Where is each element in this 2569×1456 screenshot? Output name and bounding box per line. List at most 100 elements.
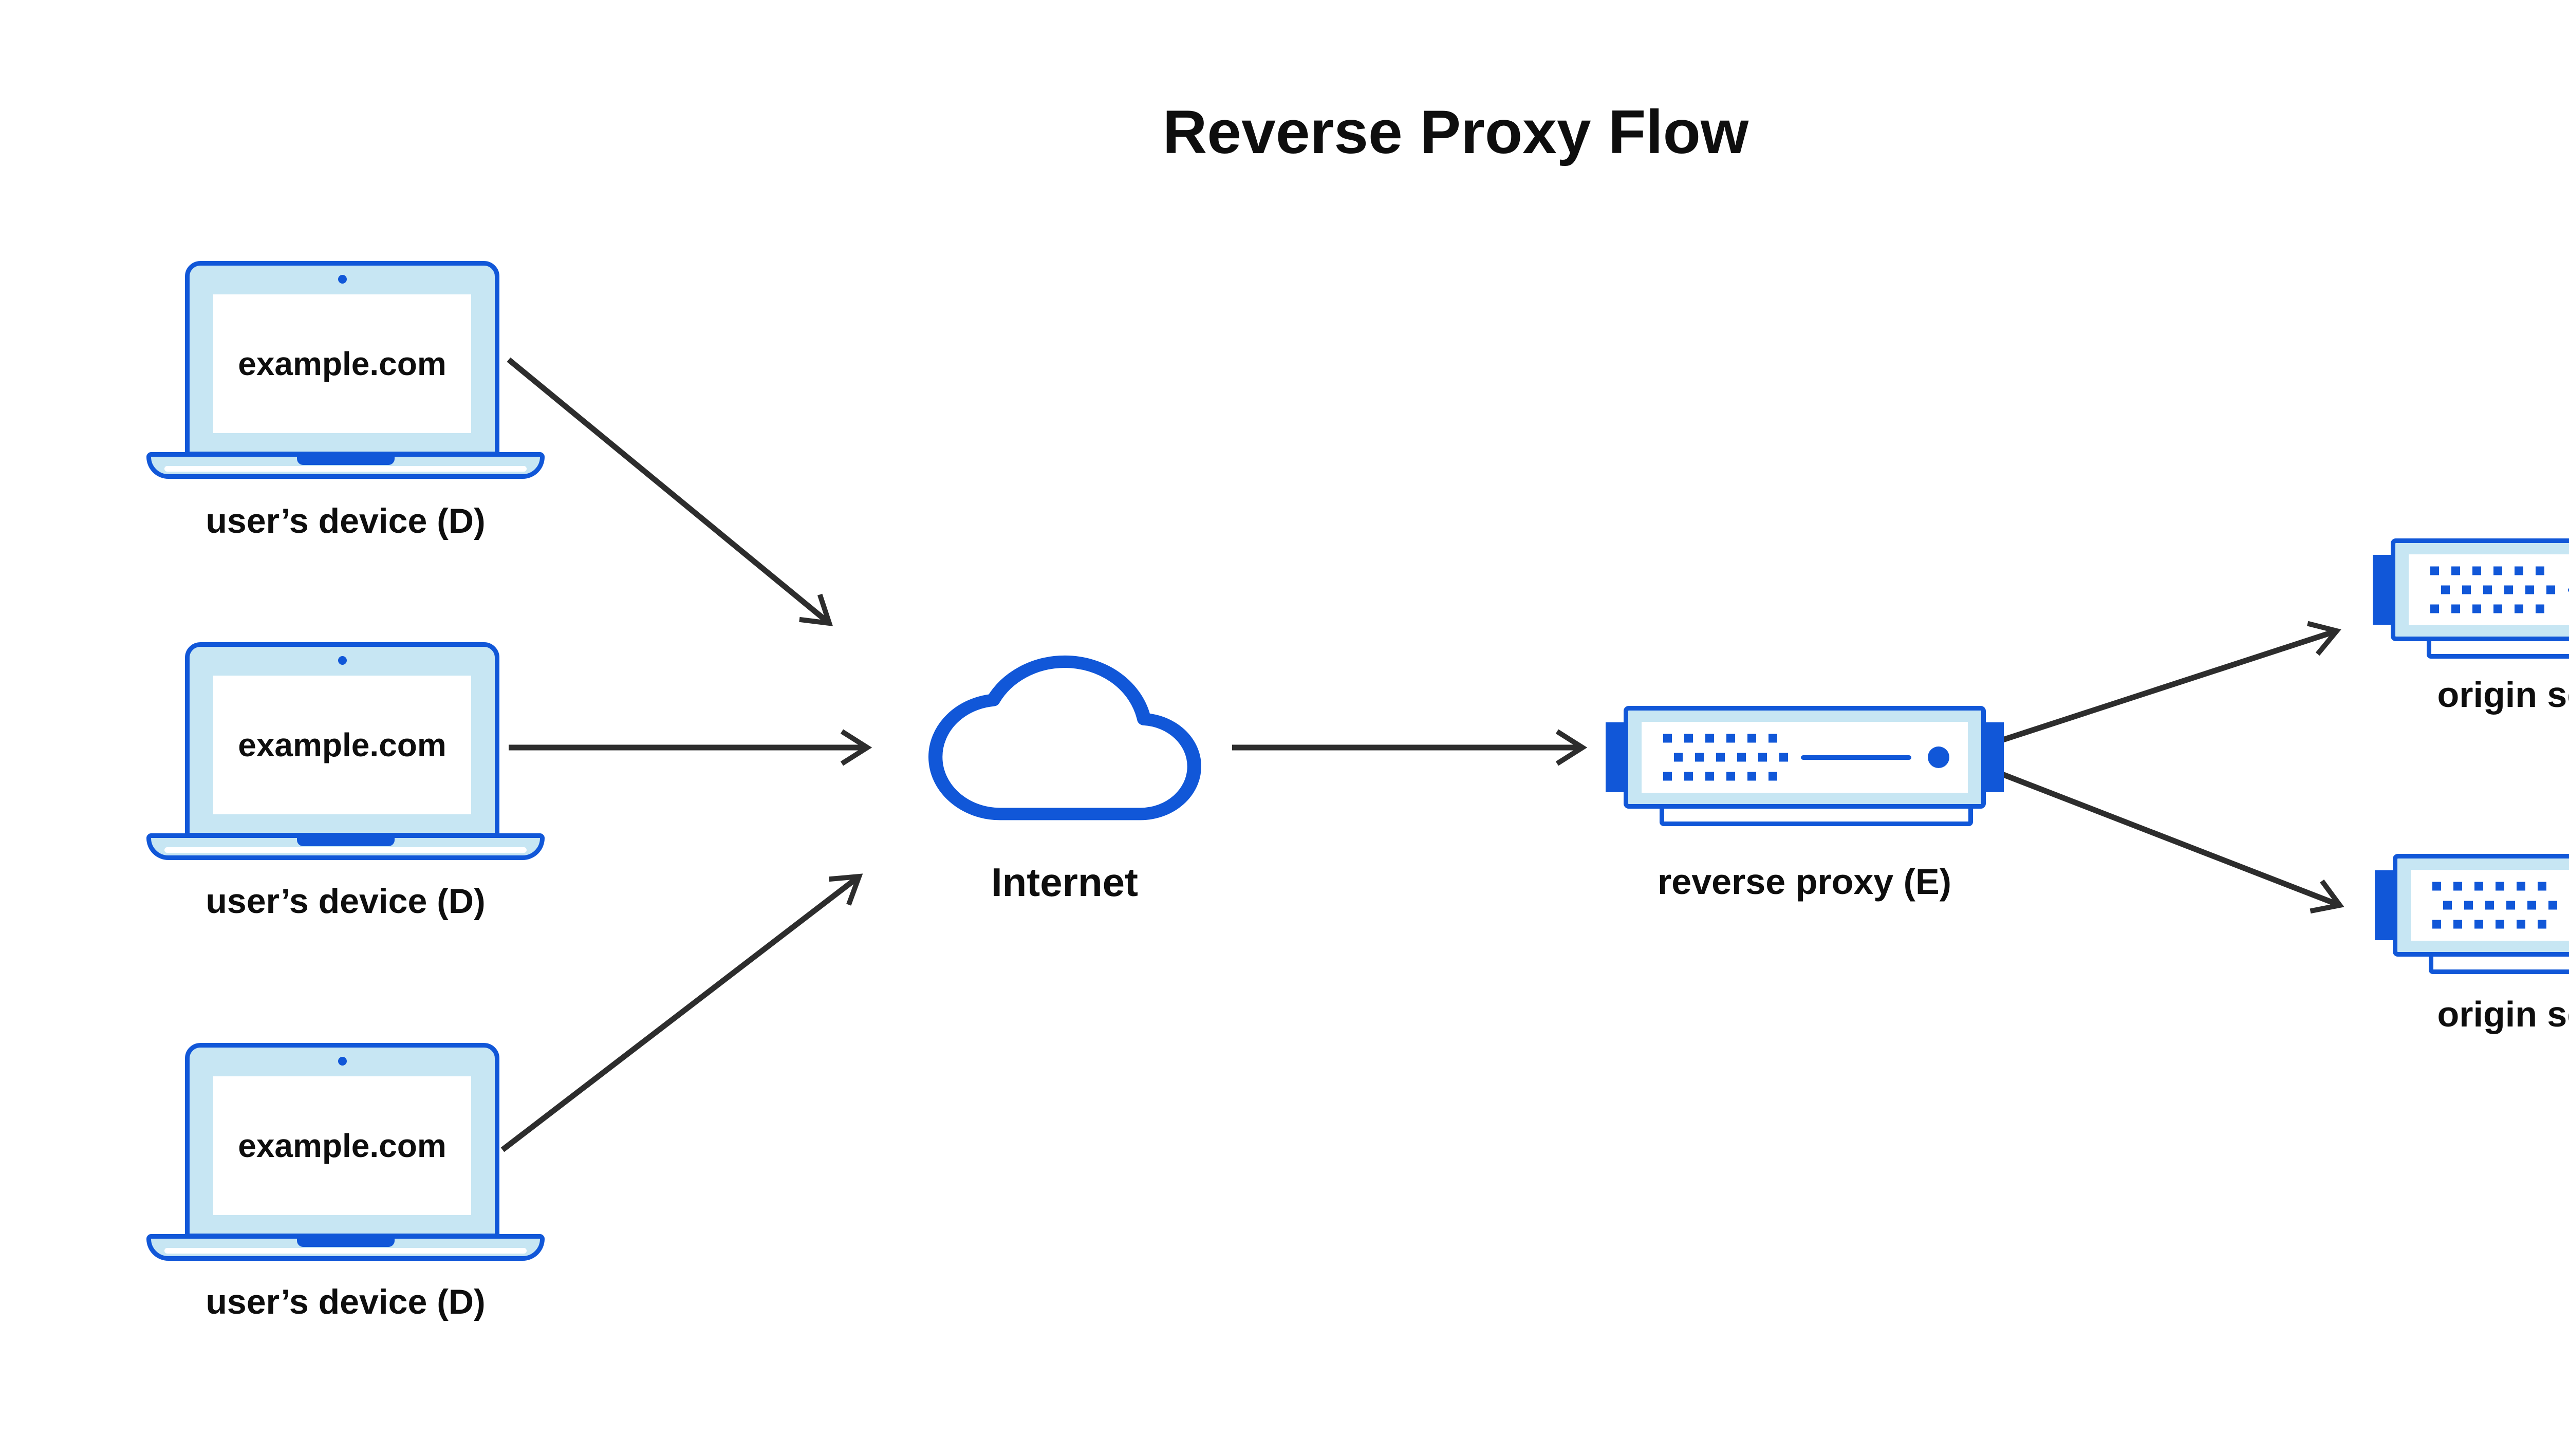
vent-dot xyxy=(1737,753,1746,762)
vent-dot xyxy=(2525,585,2534,594)
vent-dot xyxy=(1663,734,1672,743)
laptop-base-stripe xyxy=(164,466,527,472)
vent-dot xyxy=(1705,772,1714,781)
vent-dot xyxy=(1674,753,1683,762)
arrow-device1-to-internet xyxy=(507,357,833,626)
vent-dot xyxy=(2430,604,2439,613)
vent-dot xyxy=(2504,585,2513,594)
arrow-proxy-to-origin1 xyxy=(1999,621,2341,744)
vent-dot xyxy=(2517,920,2525,929)
laptop-icon: example.com xyxy=(146,638,545,926)
arrow-device3-to-internet xyxy=(500,873,863,1152)
laptop-hinge xyxy=(296,1238,395,1247)
vent-dot xyxy=(2538,920,2546,929)
arrow-proxy-to-origin2 xyxy=(1999,770,2344,914)
vent-dot xyxy=(2548,901,2557,910)
server-slot-line xyxy=(1801,755,1911,760)
device1-label: user’s device (D) xyxy=(206,501,486,540)
reverse-proxy-label: reverse proxy (E) xyxy=(1658,862,1951,902)
server-front-panel xyxy=(2411,870,2569,941)
vent-dot xyxy=(1663,772,1672,781)
cloud-icon xyxy=(928,655,1201,820)
server-front-panel xyxy=(2409,554,2569,625)
vent-dot xyxy=(1768,734,1777,743)
laptop-icon: example.com xyxy=(146,257,545,545)
device2-label: user’s device (D) xyxy=(206,882,486,921)
server-vents-pattern xyxy=(2430,566,2556,613)
server-box xyxy=(2391,538,2569,641)
vent-dot xyxy=(2443,901,2452,910)
laptop-base xyxy=(146,1234,545,1261)
vent-dot xyxy=(2472,566,2481,575)
vent-dot xyxy=(2515,604,2523,613)
server-box xyxy=(1624,706,1986,809)
server-icon xyxy=(2373,538,2569,672)
vent-dot xyxy=(1726,772,1735,781)
server-icon xyxy=(1606,706,2004,839)
laptop-base-stripe xyxy=(164,847,527,853)
vent-dot xyxy=(1705,734,1714,743)
vent-dot xyxy=(2451,604,2460,613)
laptop-screen-text: example.com xyxy=(213,676,471,814)
laptop-screen: example.com xyxy=(185,1043,499,1238)
vent-dot xyxy=(1716,753,1725,762)
internet-label: Internet xyxy=(991,860,1139,905)
vent-dot xyxy=(1758,753,1767,762)
vent-dot xyxy=(2496,882,2504,891)
vent-dot xyxy=(2506,901,2515,910)
vent-dot xyxy=(2462,585,2471,594)
vent-dot xyxy=(1684,734,1693,743)
vent-dot xyxy=(2472,604,2481,613)
vent-dot xyxy=(2515,566,2523,575)
device3-label: user’s device (D) xyxy=(206,1282,486,1321)
vent-dot xyxy=(2474,920,2483,929)
origin-server2-label: origin server (F) xyxy=(2437,994,2569,1034)
vent-dot xyxy=(1726,734,1735,743)
laptop-screen-text: example.com xyxy=(213,294,471,433)
vent-dot xyxy=(2432,882,2441,891)
server-power-dot xyxy=(1928,746,1949,768)
laptop-base-stripe xyxy=(164,1248,527,1254)
vent-dot xyxy=(2453,920,2462,929)
vent-dot xyxy=(1684,772,1693,781)
vent-dot xyxy=(2432,920,2441,929)
vent-dot xyxy=(2441,585,2450,594)
server-icon xyxy=(2375,854,2569,987)
vent-dot xyxy=(1779,753,1788,762)
vent-dot xyxy=(2464,901,2473,910)
camera-dot-icon xyxy=(338,656,347,665)
vent-dot xyxy=(2493,604,2502,613)
laptop-icon: example.com xyxy=(146,1039,545,1327)
camera-dot-icon xyxy=(338,275,347,284)
server-slot-line xyxy=(2568,588,2569,592)
vent-dot xyxy=(2536,566,2544,575)
vent-dot xyxy=(2474,882,2483,891)
laptop-hinge xyxy=(296,837,395,846)
laptop-screen-text: example.com xyxy=(213,1076,471,1215)
server-box xyxy=(2393,854,2569,957)
vent-dot xyxy=(1768,772,1777,781)
vent-dot xyxy=(1695,753,1704,762)
vent-dot xyxy=(2517,882,2525,891)
laptop-hinge xyxy=(296,456,395,465)
vent-dot xyxy=(2430,566,2439,575)
vent-dot xyxy=(2451,566,2460,575)
server-vents-pattern xyxy=(2432,882,2558,929)
laptop-screen: example.com xyxy=(185,642,499,837)
page-title: Reverse Proxy Flow xyxy=(1162,98,1749,166)
vent-dot xyxy=(1747,772,1756,781)
laptop-screen: example.com xyxy=(185,261,499,456)
vent-dot xyxy=(2538,882,2546,891)
vent-dot xyxy=(2493,566,2502,575)
vent-dot xyxy=(2527,901,2536,910)
server-front-panel xyxy=(1642,722,1968,793)
vent-dot xyxy=(2546,585,2555,594)
server-vents-pattern xyxy=(1663,734,1789,781)
vent-dot xyxy=(1747,734,1756,743)
camera-dot-icon xyxy=(338,1057,347,1066)
vent-dot xyxy=(2536,604,2544,613)
vent-dot xyxy=(2485,901,2494,910)
vent-dot xyxy=(2453,882,2462,891)
